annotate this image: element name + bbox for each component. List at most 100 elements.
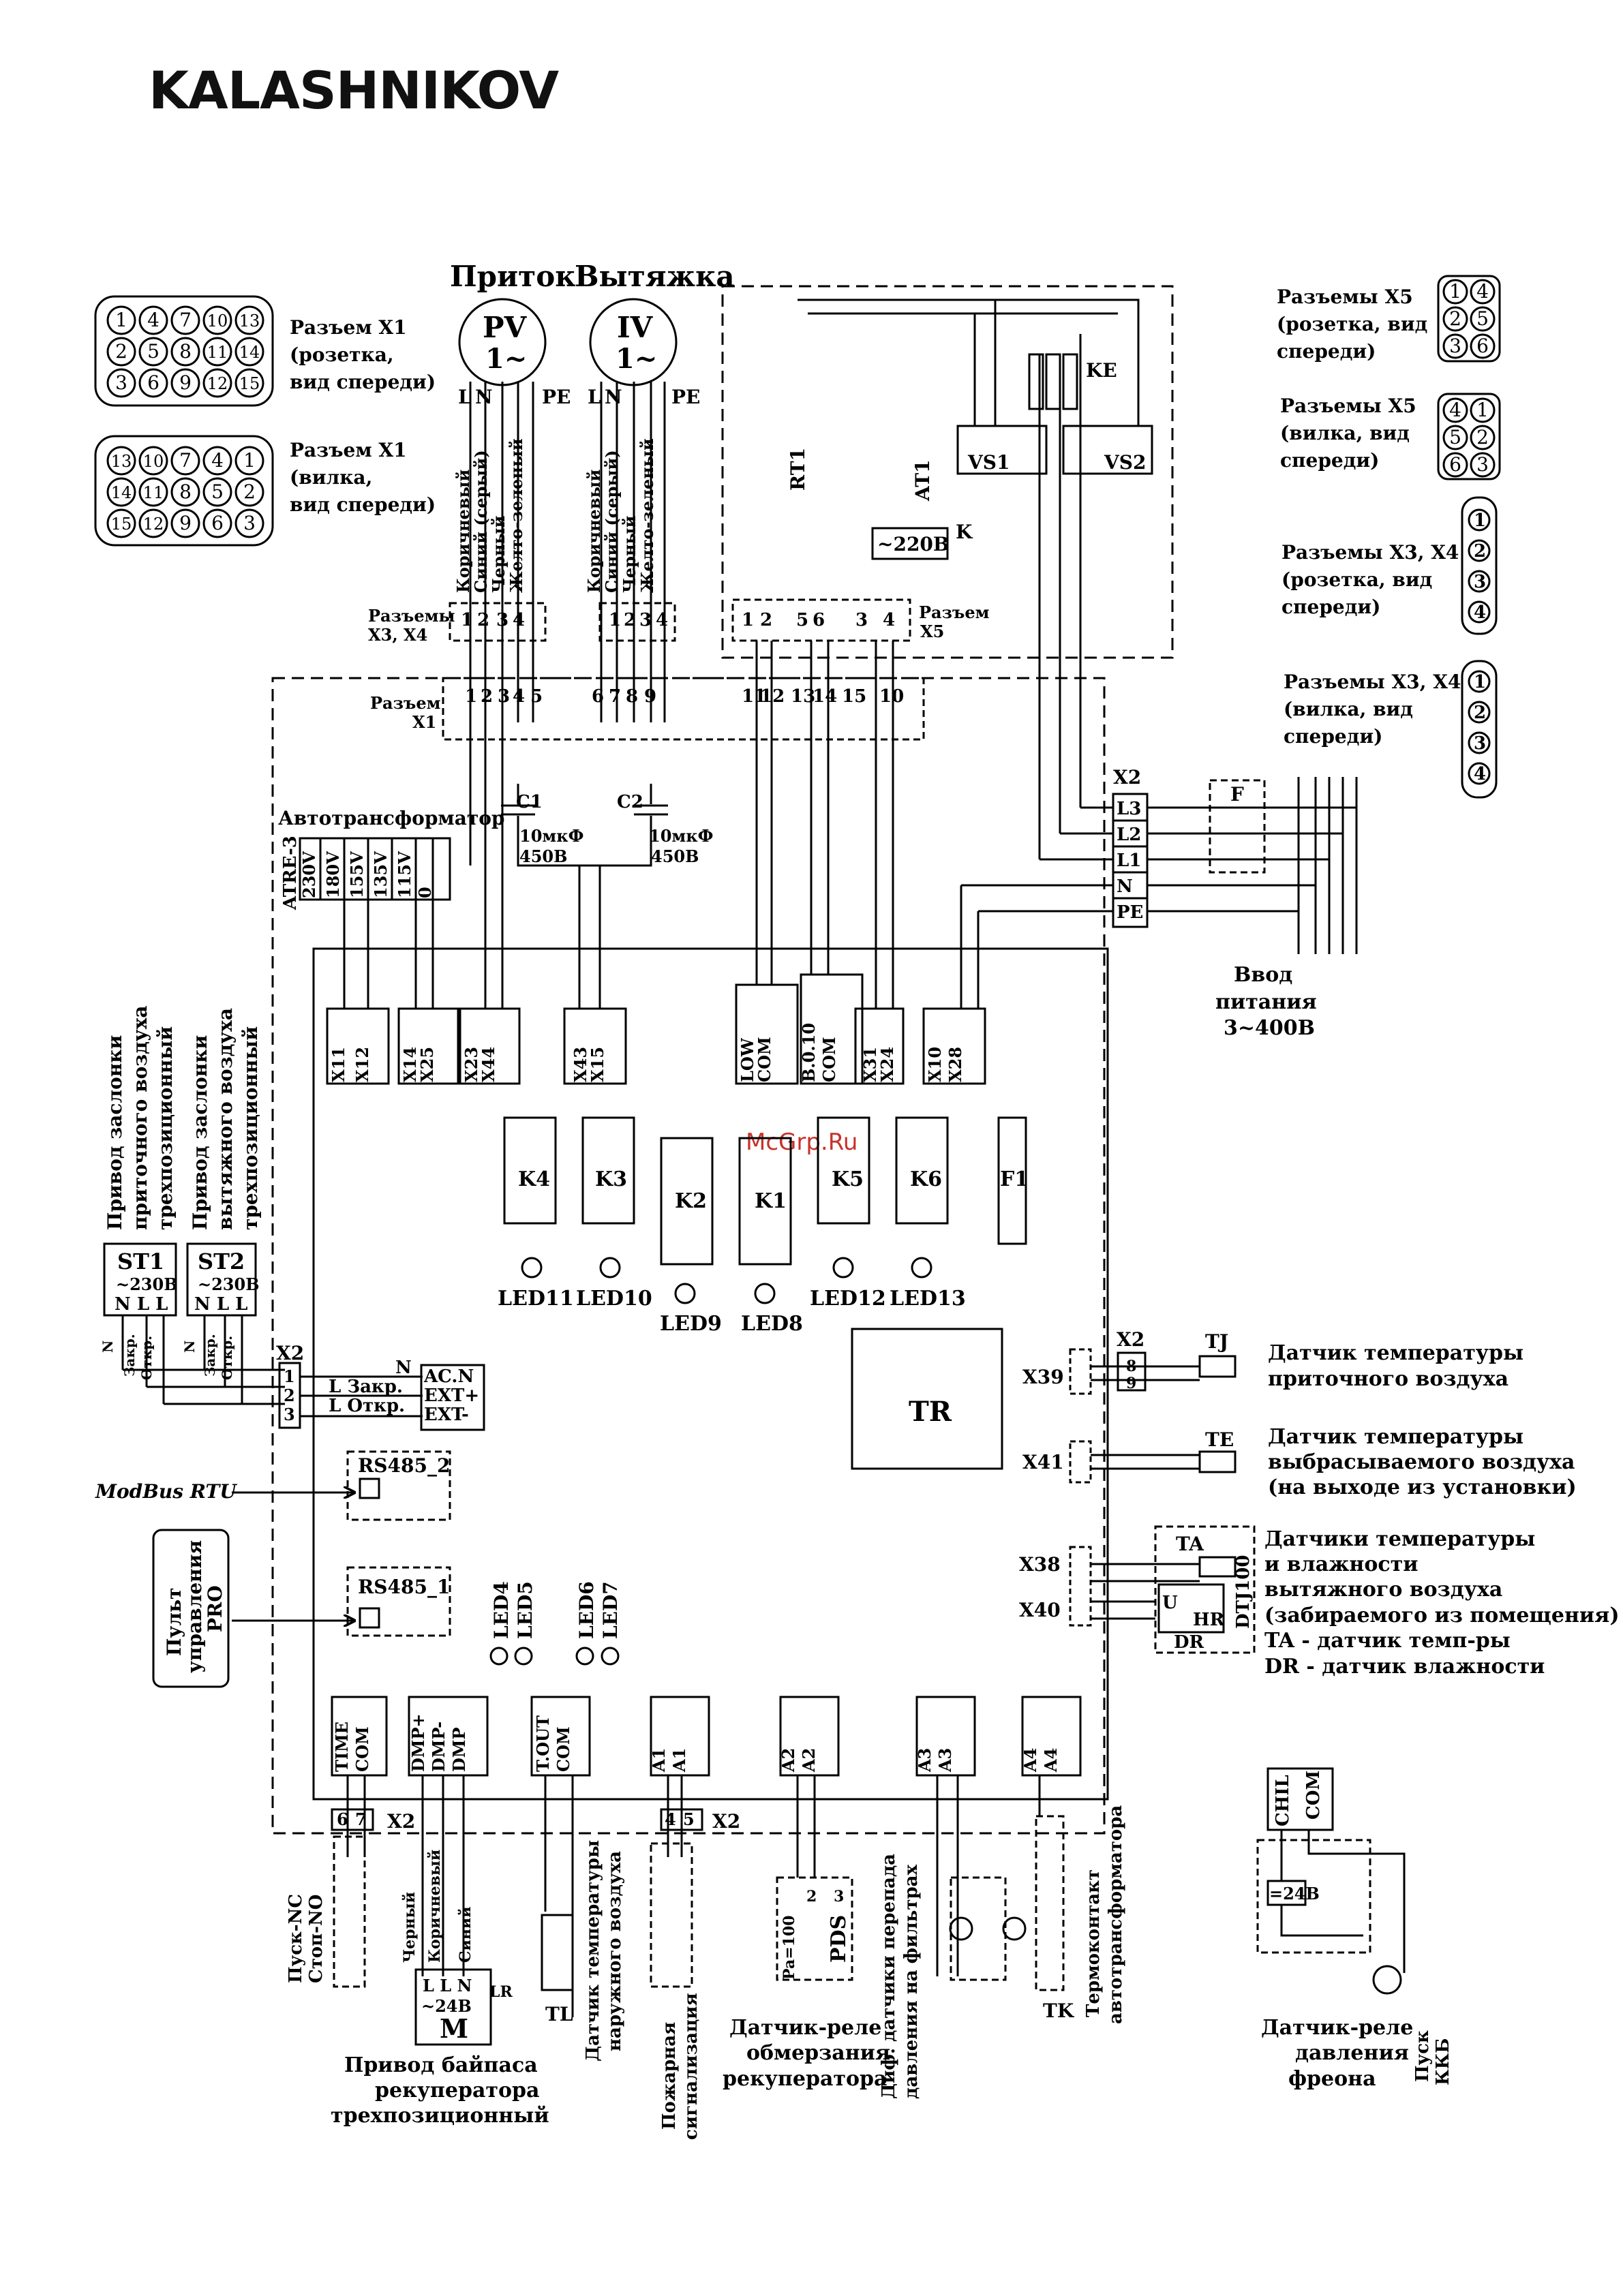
atre-label: ATRE-3 [280,836,301,910]
x34-pin-number: 3 [639,610,652,630]
x1-pin-number: 2 [481,686,493,707]
pds-relay [776,1876,853,1981]
x1-pin-number: 3 [498,686,510,707]
connector-pin [106,368,136,398]
watermark: McGrp.Ru [746,1129,858,1156]
te-line3: (на выходе из установки) [1268,1475,1577,1499]
fan2-l: L [588,386,601,408]
x34-pin-number: 1 [461,610,473,630]
connector-pin [138,337,168,367]
x2-power-term: PE [1117,902,1143,923]
connector-pin-label: 13 [239,311,260,331]
x5-pin-number: 3 [855,610,868,630]
exhaust-fan-phase: 1~ [616,343,657,375]
x1-pin-number: 4 [513,686,525,707]
x1-pin-number: 7 [609,686,621,707]
led-label: LED12 [810,1287,886,1311]
st2-label3: трехпозиционный [239,1026,262,1230]
brand-logo: KALASHNIKOV [149,60,559,121]
x1-pin-number: 1 [465,686,477,707]
x34-plug-title: Разъемы X3, X4 [1284,671,1461,693]
connector-pin [202,508,232,538]
x5-strip-label-b: X5 [920,622,944,641]
x2-power-term: L3 [1117,799,1141,819]
board-terminal: X14 [400,1047,420,1082]
fan1-pe: PE [542,386,571,408]
connector-pin-label: 6 [1476,335,1489,357]
board-terminal: X28 [945,1047,965,1082]
connector-pin [1470,306,1496,332]
sensor-ta-dr [1154,1525,1256,1654]
chil-p2: давления [1295,2041,1409,2065]
fan2-pe: PE [671,386,700,408]
connector-pin [234,508,264,538]
x5-pin-number: 1 [742,610,754,630]
tj-line1: Датчик температуры [1268,1341,1523,1365]
tj-x: X39 [1022,1366,1064,1388]
x34-strip-label: Разъемы [368,606,455,626]
st1-label2: приточного воздуха [129,1005,151,1230]
connector-pin [170,477,200,507]
chil-t2: COM [1303,1771,1324,1820]
x34-socket-l2: (розетка, вид [1281,568,1432,591]
connector-pin-label: 2 [115,340,127,363]
x1-pin-number: 11 [742,686,766,707]
damper-wire-label: N [181,1341,198,1353]
vs1-block [956,425,1048,475]
x2-bottom-pin: 5 [683,1809,695,1829]
wire-color-4: Желто-зеленый [506,438,526,593]
control-panel-pro [152,1529,230,1688]
pds-pin: 2 [806,1888,817,1905]
connector-pin-label: 5 [1476,307,1489,330]
board-terminal: X10 [925,1047,945,1082]
connector-pin [202,477,232,507]
cap2-label: C2 [617,792,643,812]
motor-w3: Синий [457,1906,474,1963]
x34-pin-3: 3 [1474,572,1486,592]
wire-color-5: Коричневый [584,470,604,593]
wire-color-3: Черный [489,516,509,593]
wire-color-1: Коричневый [453,470,473,593]
x1-socket-l3: вид спереди) [290,371,436,393]
panel-line3: PRO [204,1585,226,1632]
damper-st2 [186,1242,257,1317]
connector-pin-label: 1 [115,309,127,331]
board-terminal: X12 [352,1047,372,1082]
connector-pin-label: 8 [179,480,192,503]
chil-p1: Датчик-реле [1261,2016,1413,2040]
rs485-1-label: RS485_1 [358,1576,450,1598]
kkb-1: Пуск [1412,2030,1433,2082]
x2-power-label: X2 [1113,766,1141,789]
dtj-code: DTJ100 [1233,1555,1254,1629]
led-label: LED8 [741,1312,803,1336]
bottom-terminal: A2 [799,1748,819,1773]
rs485-2-label: RS485_2 [358,1454,450,1477]
motor-pins: L L N [423,1976,472,1995]
connector-pin-label: 7 [179,449,192,472]
connector-pin-label: 14 [239,343,260,362]
board-terminal: COM [755,1037,774,1082]
connector-pin-label: 6 [147,371,160,394]
st1-pins: N L L [115,1294,168,1315]
pds-pa: Pa=100 [780,1915,798,1980]
filters-2: давления на фильтрах [901,1865,922,2099]
ac-wire-label: N [395,1358,412,1378]
sensor-tl [541,1914,574,1991]
led-indicators [489,1257,932,1666]
connector-pin-label: 2 [243,480,256,503]
x5-pin-number: 2 [760,610,772,630]
exhaust-fan-code: IV [617,311,654,344]
connector-pin-label: 12 [143,515,164,534]
connector-pin [202,368,232,398]
damper-wire-label: Откр. [219,1336,235,1380]
ac-wire-label: L Откр. [329,1396,405,1416]
modbus-label: ModBus RTU [95,1480,237,1503]
x1-pin-number: 10 [879,686,904,707]
ac-terminal: EXT+ [424,1386,479,1406]
connector-pin-label: 10 [207,311,228,331]
connector-pin-label: 4 [1449,399,1461,421]
connector-pin [1442,333,1468,359]
sensor-tj [1198,1355,1237,1378]
